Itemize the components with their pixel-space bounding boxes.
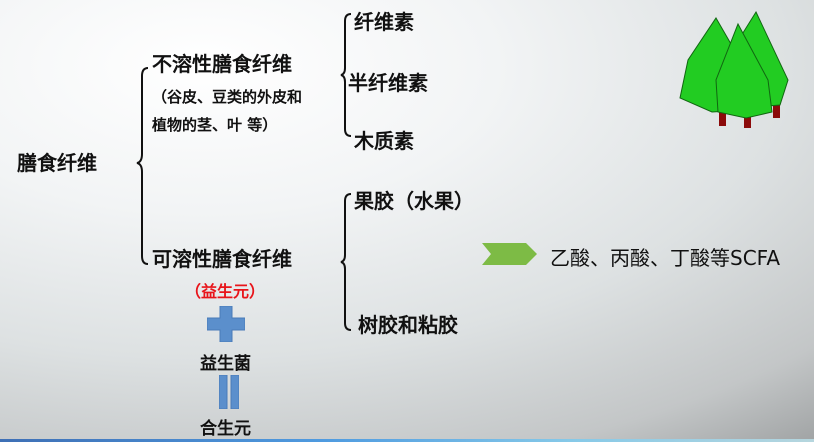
hemicellulose-label: 半纤维素 <box>348 71 428 95</box>
plus-icon <box>207 306 245 342</box>
chevron-arrow-icon <box>482 243 537 265</box>
insoluble-note-line2: 植物的茎、叶 等） <box>152 116 278 134</box>
prebiotic-note: （益生元） <box>185 282 266 301</box>
equals-icon <box>219 375 239 409</box>
lignin-label: 木质素 <box>354 129 414 153</box>
root-label: 膳食纤维 <box>17 151 97 175</box>
soluble-fiber-label: 可溶性膳食纤维 <box>152 247 292 271</box>
main-brace <box>136 67 149 265</box>
pectin-label: 果胶（水果） <box>354 189 474 213</box>
insoluble-brace <box>340 13 352 137</box>
synbiotic-label: 合生元 <box>200 419 251 439</box>
insoluble-fiber-label: 不溶性膳食纤维 <box>152 52 292 76</box>
soluble-brace <box>340 193 352 331</box>
trees-icon <box>679 10 789 128</box>
cellulose-label: 纤维素 <box>354 10 414 34</box>
bottom-accent-line <box>0 439 814 442</box>
gum-mucilage-label: 树胶和粘胶 <box>358 313 458 337</box>
scfa-result-text: 乙酸、丙酸、丁酸等SCFA <box>550 246 781 270</box>
insoluble-note-line1: （谷皮、豆类的外皮和 <box>152 88 303 106</box>
probiotic-label: 益生菌 <box>200 354 251 374</box>
